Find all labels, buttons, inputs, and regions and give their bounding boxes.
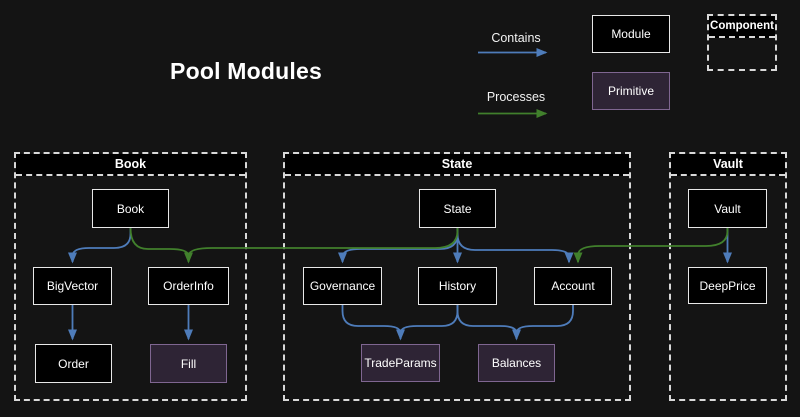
node-orderinfo-label: OrderInfo xyxy=(163,279,214,293)
node-bigvector: BigVector xyxy=(33,267,112,305)
node-fill: Fill xyxy=(150,344,227,383)
node-history: History xyxy=(418,267,497,305)
legend-component-box: Component xyxy=(707,14,777,71)
node-tradeparams: TradeParams xyxy=(361,344,440,382)
node-book-label: Book xyxy=(117,202,144,216)
node-vault-label: Vault xyxy=(714,202,740,216)
node-governance-label: Governance xyxy=(310,279,375,293)
node-balances: Balances xyxy=(478,344,555,382)
legend-processes-label: Processes xyxy=(466,90,566,104)
node-book: Book xyxy=(92,189,169,228)
node-deepprice: DeepPrice xyxy=(688,267,767,304)
node-order: Order xyxy=(35,344,112,383)
node-deepprice-label: DeepPrice xyxy=(699,279,755,293)
node-state-label: State xyxy=(443,202,471,216)
node-order-label: Order xyxy=(58,357,89,371)
node-history-label: History xyxy=(439,279,476,293)
node-state: State xyxy=(419,189,496,228)
legend-module-label: Module xyxy=(611,27,650,41)
node-governance: Governance xyxy=(303,267,382,305)
node-vault: Vault xyxy=(688,189,767,228)
node-tradeparams-label: TradeParams xyxy=(364,356,436,370)
node-account-label: Account xyxy=(551,279,594,293)
page-title: Pool Modules xyxy=(130,58,362,85)
container-book-title: Book xyxy=(16,154,245,176)
container-vault-title: Vault xyxy=(671,154,785,176)
container-state-title: State xyxy=(285,154,629,176)
node-orderinfo: OrderInfo xyxy=(148,267,229,305)
legend-primitive-label: Primitive xyxy=(608,84,654,98)
legend-primitive-box: Primitive xyxy=(592,72,670,110)
legend-contains-label: Contains xyxy=(466,31,566,45)
node-account: Account xyxy=(534,267,612,305)
legend-module-box: Module xyxy=(592,15,670,53)
legend-component-title: Component xyxy=(709,16,775,38)
node-balances-label: Balances xyxy=(492,356,541,370)
node-bigvector-label: BigVector xyxy=(47,279,98,293)
node-fill-label: Fill xyxy=(181,357,196,371)
